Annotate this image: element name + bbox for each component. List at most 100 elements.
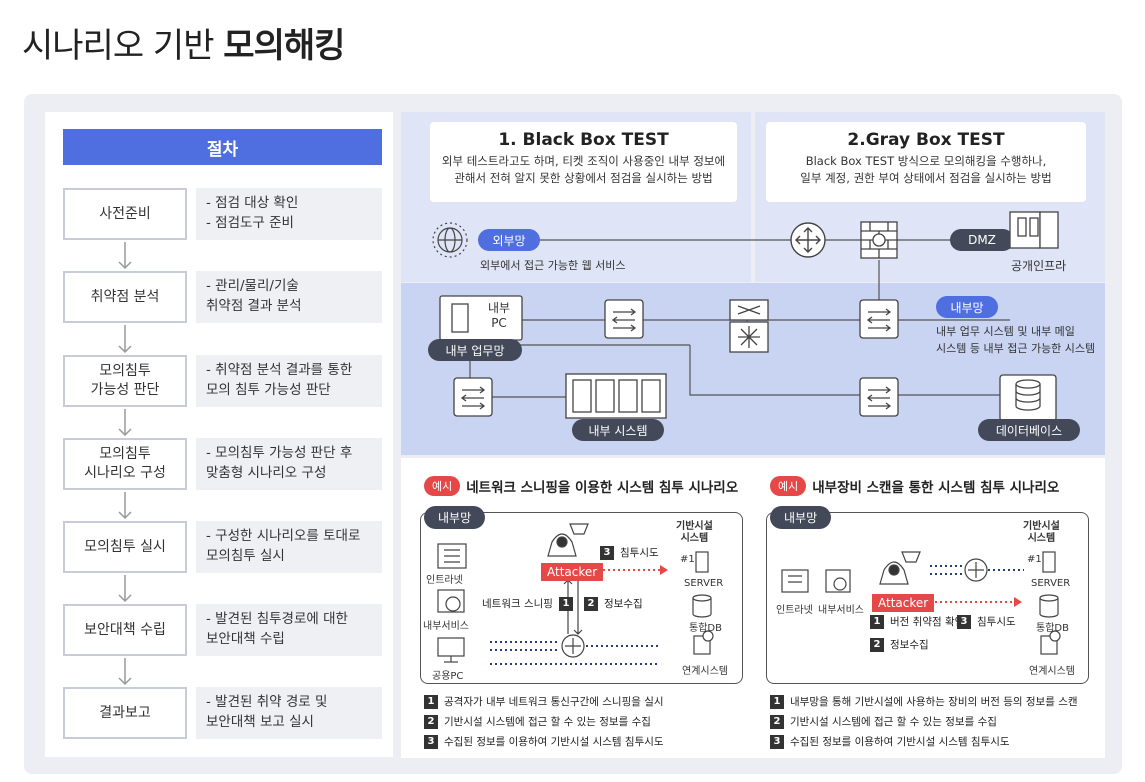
num-2-icon: 2: [424, 715, 438, 729]
example-1-title: 네트워크 스니핑을 이용한 시스템 침투 시나리오: [466, 476, 738, 496]
ex1-public-pc: 공용PC: [432, 667, 463, 682]
ex1-note-1: 공격자가 내부 네트워크 통신구간에 스니핑을 실시: [444, 694, 664, 709]
internal-network-desc: 내부 업무 시스템 및 내부 메일시스템 등 내부 접근 가능한 시스템: [936, 324, 1095, 357]
switch-icon: [605, 300, 643, 338]
external-network-pill: 외부망: [478, 229, 540, 251]
server-icon: [1010, 212, 1058, 248]
ex2-infra-title-2: 시스템: [1028, 533, 1056, 544]
server-icon: [1043, 552, 1055, 572]
ex2-note-1: 내부망을 통해 기반시설에 사용하는 장비의 버전 등의 정보를 스캔: [790, 694, 1078, 709]
ex1-intranet: 인트라넷: [426, 571, 463, 586]
internal-network-desc-1: 내부 업무 시스템 및 내부 메일: [936, 325, 1075, 338]
num-2-icon: 2: [584, 597, 598, 611]
ex1-internal-service: 내부서비스: [423, 617, 469, 632]
gear-server-icon: [694, 631, 713, 654]
ex1-db: 통합DB: [689, 619, 722, 634]
service-icon: [826, 570, 850, 592]
example-2-badge: 예시: [770, 476, 806, 496]
dmz-label: DMZ: [950, 229, 1014, 251]
database-icon: [1000, 375, 1056, 421]
ex2-note-3: 수집된 정보를 이용하여 기반시설 시스템 침투시도: [790, 734, 1010, 749]
router-icon: [562, 635, 584, 657]
num-3-icon: 3: [957, 615, 971, 629]
ex1-note-2: 기반시설 시스템에 접근 할 수 있는 정보를 수집: [444, 714, 651, 729]
num-1-icon: 1: [870, 615, 884, 629]
arrow-down-icon: [119, 658, 131, 684]
num-1-icon: 1: [424, 695, 438, 709]
internal-network-desc-2: 시스템 등 내부 접근 가능한 시스템: [936, 342, 1095, 355]
ex1-attacker: Attacker: [541, 563, 603, 581]
building-icon: [438, 544, 466, 568]
ex2-link: 연계시스템: [1029, 662, 1075, 677]
ex1-link: 연계시스템: [682, 662, 728, 677]
ex2-step1-label: 1 버전 취약점 확인: [870, 614, 964, 629]
router-icon: [965, 559, 987, 581]
example-1-badge: 예시: [424, 476, 460, 496]
ex2-server-no: #1: [1027, 554, 1042, 565]
building-icon: [782, 570, 808, 592]
num-3-icon: 3: [600, 546, 614, 560]
ex2-intranet: 인트라넷: [776, 601, 813, 616]
internal-system-pill: 내부 시스템: [572, 419, 664, 441]
service-icon: [438, 590, 464, 612]
arrow-down-icon: [119, 575, 131, 601]
monitor-icon: [438, 638, 464, 662]
ex2-intrusion: 침투시도: [977, 614, 1016, 629]
ex2-note-2: 기반시설 시스템에 접근 할 수 있는 정보를 수집: [790, 714, 997, 729]
database-icon: [1040, 595, 1058, 617]
ex2-infra-title-1: 기반시설: [1023, 521, 1060, 532]
ex1-note-3: 수집된 정보를 이용하여 기반시설 시스템 침투시도: [444, 734, 664, 749]
ex1-step3-label: 3 침투시도: [600, 545, 659, 560]
example-2-title-row: 예시 내부장비 스캔을 통한 시스템 침투 시나리오: [770, 476, 1059, 496]
example-2-title: 내부장비 스캔을 통한 시스템 침투 시나리오: [812, 476, 1059, 496]
ex2-version-check: 버전 취약점 확인: [890, 614, 964, 629]
arrow-down-icon: [119, 492, 131, 518]
hacker-icon: [548, 534, 576, 556]
external-network-desc: 외부에서 접근 가능한 웹 서비스: [480, 257, 626, 273]
ex1-server-no: #1: [680, 554, 695, 565]
server-icon: [696, 552, 708, 572]
num-3-icon: 3: [770, 735, 784, 749]
ex1-info-collect: 정보수집: [604, 596, 643, 611]
ex2-internal-service: 내부서비스: [818, 601, 864, 616]
router-icon: [791, 223, 825, 257]
ex1-step2-label: 2 정보수집: [584, 596, 643, 611]
mask-icon: [902, 552, 920, 562]
firewall-icon: [861, 222, 897, 258]
server-rack-icon: [566, 374, 666, 418]
ex1-infra-title-2: 시스템: [681, 533, 709, 544]
switch-icon: [860, 378, 898, 416]
num-1-icon: 1: [559, 597, 573, 611]
num-3-icon: 3: [424, 735, 438, 749]
database-icon: [693, 595, 711, 617]
ex1-server: SERVER: [684, 578, 723, 589]
public-infra-label: 공개인프라: [1011, 257, 1066, 274]
ex1-sniffing: 네트워크 스니핑: [482, 596, 553, 611]
internal-pc-label-2: PC: [491, 316, 507, 330]
num-1-icon: 1: [770, 695, 784, 709]
num-2-icon: 2: [870, 638, 884, 652]
ex1-step1-label: 네트워크 스니핑 1: [482, 596, 573, 611]
ex2-attacker: Attacker: [872, 594, 934, 612]
ex1-intrusion: 침투시도: [620, 545, 659, 560]
hacker-icon: [880, 562, 908, 584]
internal-network-pill: 내부망: [936, 296, 998, 318]
ex2-step3-label: 3 침투시도: [957, 614, 1016, 629]
globe-icon: [433, 223, 467, 257]
switch-icon: [860, 300, 898, 338]
example-2-notes: 1 내부망을 통해 기반시설에 사용하는 장비의 버전 등의 정보를 스캔 2 기반…: [770, 694, 1078, 749]
ex2-step2-label: 2 정보수집: [870, 637, 929, 652]
ex2-db: 통합DB: [1036, 619, 1069, 634]
core-switch-icon: [730, 300, 768, 352]
example-1-title-row: 예시 네트워크 스니핑을 이용한 시스템 침투 시나리오: [424, 476, 738, 496]
ex2-info-collect: 정보수집: [890, 637, 929, 652]
internal-pc-label-1: 내부: [488, 301, 510, 315]
internal-work-network-pill: 내부 업무망: [428, 339, 522, 361]
num-2-icon: 2: [770, 715, 784, 729]
database-pill: 데이터베이스: [978, 419, 1080, 441]
mask-icon: [570, 524, 588, 534]
switch-icon: [454, 378, 492, 416]
